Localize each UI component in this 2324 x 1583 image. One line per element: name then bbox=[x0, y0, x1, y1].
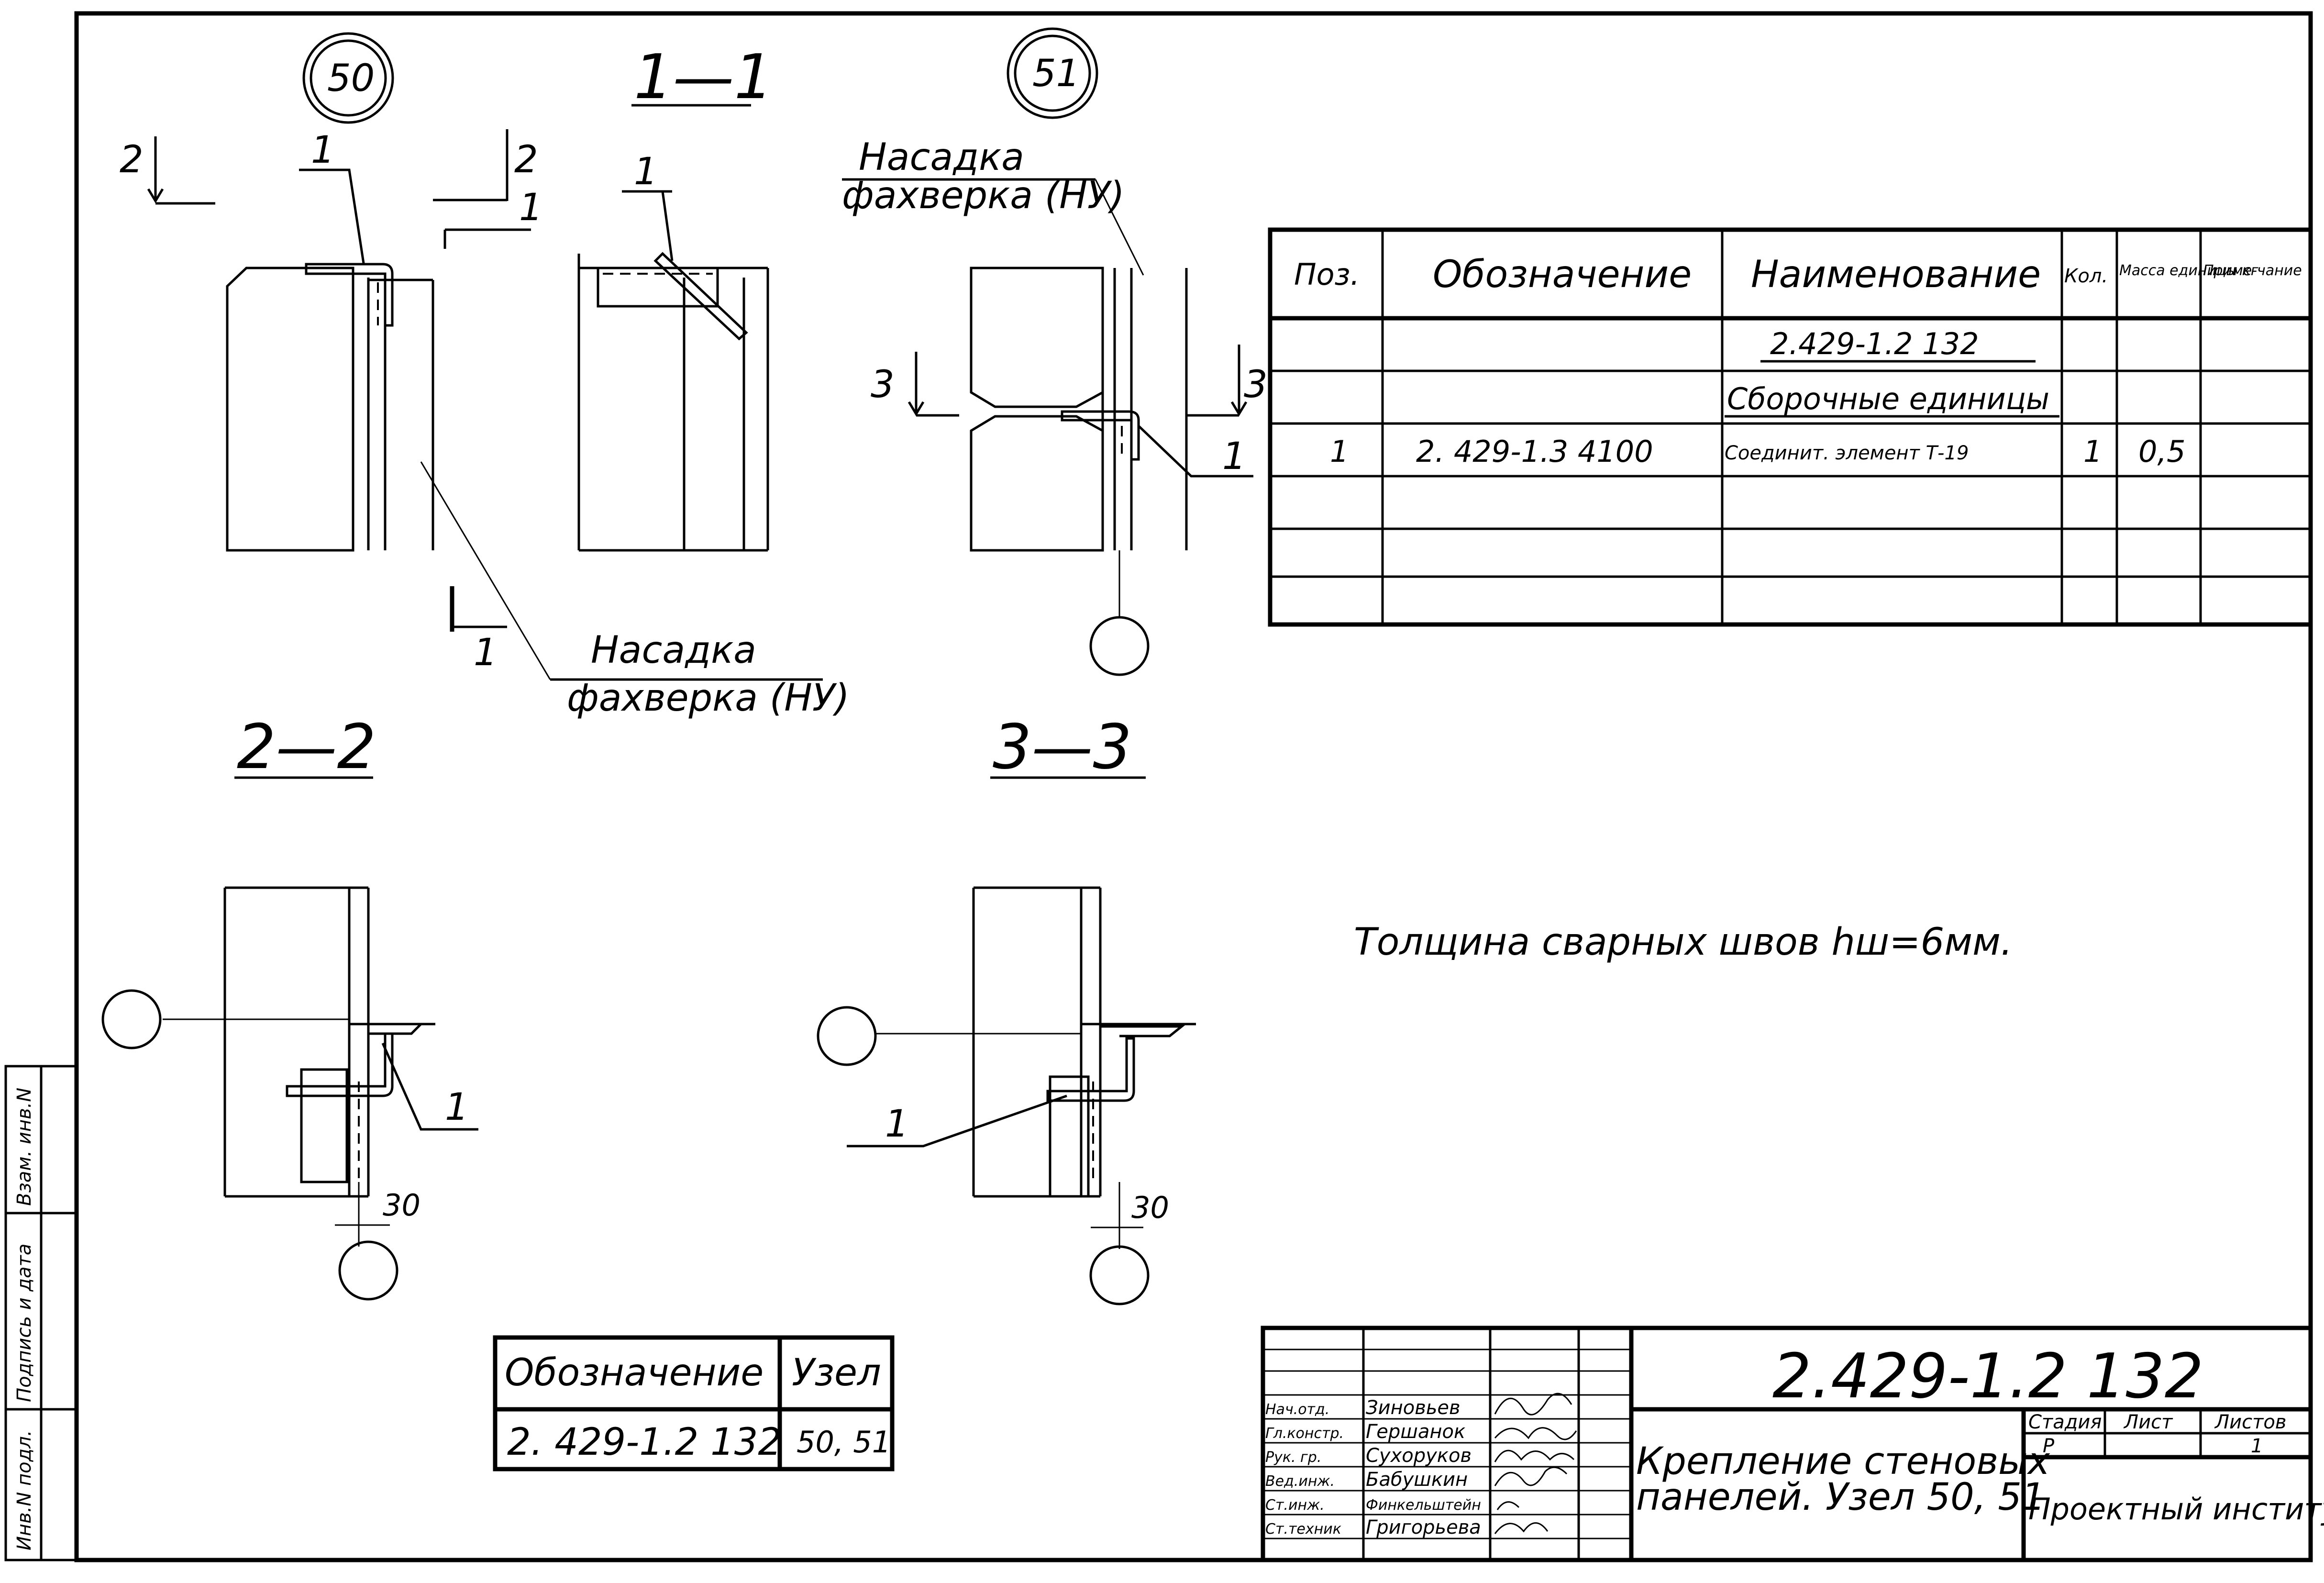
sheet-frame bbox=[74, 11, 2313, 1562]
node-table-designation: 2. 429-1.2 132 bbox=[507, 1421, 782, 1464]
section-3-3-view: 3—3 30 1 bbox=[817, 712, 1196, 1305]
cut-2-left: 2 bbox=[120, 138, 144, 181]
staff-role-6: Ст.техник bbox=[1265, 1521, 1341, 1538]
node-50-label: 50 bbox=[327, 57, 375, 100]
stage-value: Р bbox=[2043, 1435, 2055, 1457]
spec-row-pos: 1 bbox=[1330, 434, 1349, 469]
cut-1-top: 1 bbox=[519, 186, 543, 229]
dim-30-s33: 30 bbox=[1131, 1190, 1169, 1225]
spec-header-pos: Поз. bbox=[1294, 257, 1360, 292]
sheets-value: 1 bbox=[2251, 1435, 2263, 1457]
part-1-label-s22: 1 bbox=[445, 1086, 469, 1129]
spec-document-ref: 2.429-1.2 132 bbox=[1770, 326, 1979, 361]
signature-marks bbox=[1494, 1393, 1577, 1534]
node-table: Обозначение Узел 2. 429-1.2 132 50, 51 bbox=[493, 1335, 895, 1472]
section-1-1-view: 1—1 1 bbox=[577, 42, 773, 552]
spec-row-designation: 2. 429-1.3 4100 bbox=[1416, 434, 1653, 469]
title-line-2: панелей. Узел 50, 51 bbox=[1636, 1476, 2046, 1519]
cut-3-right: 3 bbox=[1244, 363, 1268, 406]
title-block: 2.429-1.2 132 Крепление стеновых панелей… bbox=[1261, 1326, 2324, 1562]
staff-name-5: Финкельштейн bbox=[1366, 1497, 1481, 1514]
section-2-2-view: 2—2 30 1 bbox=[101, 712, 478, 1301]
title-code: 2.429-1.2 132 bbox=[1772, 1341, 2203, 1412]
staff-role-5: Ст.инж. bbox=[1265, 1497, 1325, 1514]
node-table-header-node: Узел bbox=[792, 1351, 881, 1394]
section-3-3-title: 3—3 bbox=[993, 712, 1132, 783]
node-50-view: 50 1 2 2 1 1 Насадка фахверка (НУ) bbox=[120, 32, 850, 720]
staff-name-6: Григорьева bbox=[1366, 1516, 1481, 1538]
sheets-label: Листов bbox=[2214, 1411, 2286, 1433]
staff-name-4: Бабушкин bbox=[1366, 1469, 1468, 1491]
section-1-1-title: 1—1 bbox=[634, 42, 773, 113]
spec-group-title: Сборочные единицы bbox=[1727, 381, 2049, 416]
part-1-label-n50: 1 bbox=[311, 129, 335, 172]
staff-name-2: Гершанок bbox=[1366, 1421, 1465, 1443]
part-1-label-s11: 1 bbox=[634, 150, 658, 193]
spec-header-name: Наименование bbox=[1751, 253, 2041, 296]
part-1-label-n51: 1 bbox=[1222, 435, 1246, 478]
stage-label: Стадия bbox=[2028, 1411, 2102, 1433]
nasadka-label-top: Насадка bbox=[859, 136, 1024, 179]
cut-2-right: 2 bbox=[514, 138, 538, 181]
sheet-label: Лист bbox=[2123, 1411, 2173, 1433]
cut-3-left: 3 bbox=[871, 363, 895, 406]
fakhverka-label-bottom: фахверка (НУ) bbox=[567, 677, 850, 720]
staff-name-1: Зиновьев bbox=[1366, 1397, 1461, 1419]
left-stamp: Инв.N подл. Подпись и дата Взам. инв.N bbox=[4, 1065, 78, 1561]
staff-role-3: Рук. гр. bbox=[1265, 1449, 1321, 1466]
stamp-inv-original: Инв.N подл. bbox=[13, 1430, 35, 1550]
weld-note: Толщина сварных швов hш=6мм. bbox=[1354, 921, 2013, 964]
fakhverka-label-top: фахверка (НУ) bbox=[842, 174, 1125, 217]
stamp-replaced-inv: Взам. инв.N bbox=[13, 1088, 35, 1206]
spec-row-qty: 1 bbox=[2083, 434, 2102, 469]
spec-header-qty: Кол. bbox=[2064, 265, 2108, 287]
node-51-label: 51 bbox=[1032, 52, 1080, 95]
spec-row-mass: 0,5 bbox=[2138, 434, 2186, 469]
staff-role-4: Вед.инж. bbox=[1265, 1473, 1335, 1490]
staff-name-3: Сухоруков bbox=[1366, 1445, 1472, 1467]
spec-header-designation: Обозначение bbox=[1433, 253, 1692, 296]
title-line-1: Крепление стеновых bbox=[1636, 1440, 2050, 1483]
node-table-header-designation: Обозначение bbox=[505, 1351, 764, 1394]
stamp-signature-date: Подпись и дата bbox=[13, 1244, 35, 1402]
section-2-2-title: 2—2 bbox=[237, 712, 376, 783]
nasadka-label-bottom: Насадка bbox=[591, 629, 756, 672]
spec-header-note: Приме-чание bbox=[2203, 262, 2302, 279]
spec-table: Поз. Обозначение Наименование Кол. Масса… bbox=[1268, 227, 2313, 627]
org-name: Проектный институт №1 bbox=[2028, 1492, 2324, 1527]
node-table-node: 50, 51 bbox=[797, 1425, 891, 1460]
spec-header-mass: Масса единицы кг bbox=[2119, 262, 2258, 279]
staff-role-2: Гл.констр. bbox=[1265, 1425, 1344, 1442]
part-1-label-s33: 1 bbox=[885, 1103, 909, 1146]
node-51-view: 51 Насадка фахверка (НУ) 3 3 1 bbox=[842, 27, 1268, 676]
staff-role-1: Нач.отд. bbox=[1265, 1401, 1329, 1418]
spec-row-name: Соединит. элемент Т-19 bbox=[1725, 442, 1969, 464]
cut-1-bottom: 1 bbox=[474, 631, 498, 674]
dim-30-s22: 30 bbox=[383, 1188, 421, 1223]
